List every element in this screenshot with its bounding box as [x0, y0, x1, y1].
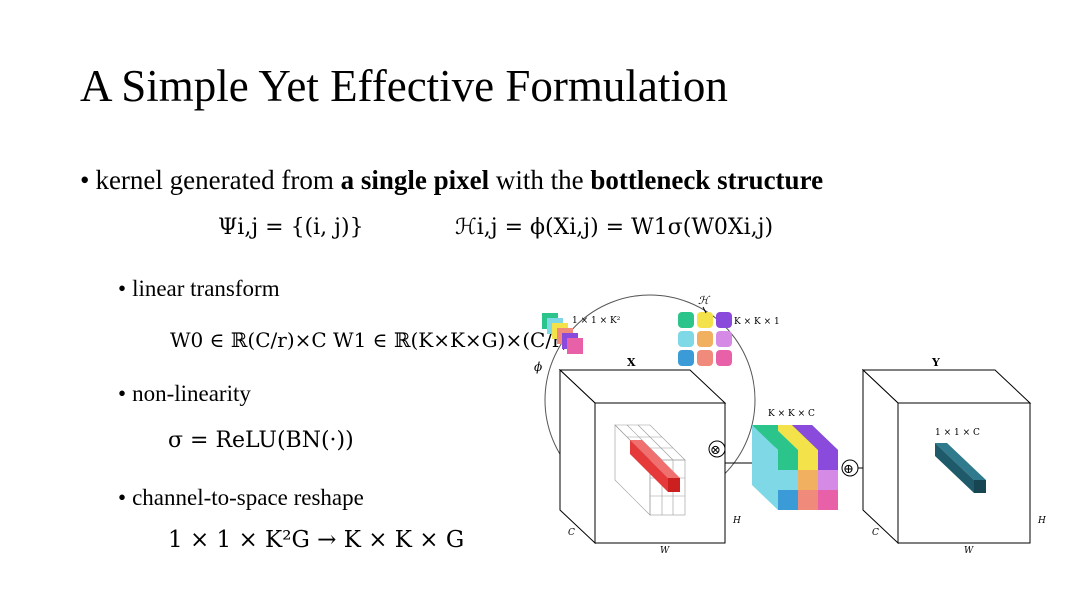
- label-c-right: C: [872, 528, 879, 538]
- equation-sigma: σ = ReLU(BN(·)): [168, 428, 354, 453]
- bullet-dot: •: [118, 381, 127, 406]
- label-kernel-grid: K × K × 1: [734, 317, 780, 327]
- slide-title: A Simple Yet Effective Formulation: [80, 61, 728, 111]
- label-h-left: H: [732, 516, 741, 526]
- input-patch-grid: [614, 424, 686, 516]
- kernel-grid-icon: [678, 312, 732, 366]
- kernel-vector-icon: [542, 313, 583, 354]
- sub-bullet-reshape-label: channel-to-space reshape: [132, 485, 364, 510]
- label-w-left: W: [660, 546, 670, 556]
- add-operator: ⊕: [843, 462, 854, 477]
- sub-bullet-linear-label: linear transform: [132, 276, 280, 301]
- multiply-operator-circle: [708, 440, 726, 458]
- label-kernel-vector: 1 × 1 × K²: [572, 316, 621, 326]
- main-bullet-bold-1: a single pixel: [340, 165, 490, 195]
- kkc-block: [752, 425, 838, 510]
- label-c-left: C: [568, 528, 575, 538]
- main-bullet-bold-2: bottleneck structure: [590, 165, 824, 195]
- sub-bullet-reshape: •channel-to-space reshape: [118, 485, 364, 511]
- main-bullet-middle: with the: [489, 165, 591, 195]
- output-vector: [935, 443, 986, 493]
- multiply-operator: ⊗: [710, 443, 721, 458]
- label-h: ℋ: [698, 294, 711, 307]
- sub-bullet-linear: •linear transform: [118, 276, 280, 302]
- involution-diagram: 1 × 1 × K² K × K × 1 ℋ ϕ X C W H: [534, 294, 1046, 556]
- equation-h: ℋi,j = ϕ(Xi,j) = W1σ(W0Xi,j): [455, 215, 774, 240]
- h-arrow: [702, 306, 707, 314]
- main-bullet-prefix: kernel generated from: [95, 165, 341, 195]
- input-red-patch: [630, 440, 680, 492]
- label-out-vector: 1 × 1 × C: [935, 428, 980, 438]
- label-kkc: K × K × C: [768, 409, 815, 419]
- label-phi: ϕ: [534, 360, 542, 374]
- label-y: Y: [931, 356, 940, 369]
- label-w-right: W: [964, 546, 974, 556]
- equation-w: W0 ∈ ℝ(C/r)×C W1 ∈ ℝ(K×K×G)×(C/r): [170, 328, 570, 352]
- sub-bullet-nonlinearity-label: non-linearity: [132, 381, 251, 406]
- input-cube-x: [558, 368, 727, 545]
- label-h-right: H: [1037, 516, 1046, 526]
- label-x: X: [627, 356, 636, 369]
- main-bullet: •kernel generated from a single pixel wi…: [80, 165, 823, 196]
- equation-psi: Ψi,j = {(i, j)}: [218, 215, 364, 240]
- bullet-dot: •: [118, 276, 127, 301]
- bullet-dot: •: [118, 485, 127, 510]
- bullet-dot: •: [80, 165, 90, 195]
- equation-reshape: 1 × 1 × K²G → K × K × G: [168, 527, 465, 553]
- sub-bullet-nonlinearity: •non-linearity: [118, 381, 251, 407]
